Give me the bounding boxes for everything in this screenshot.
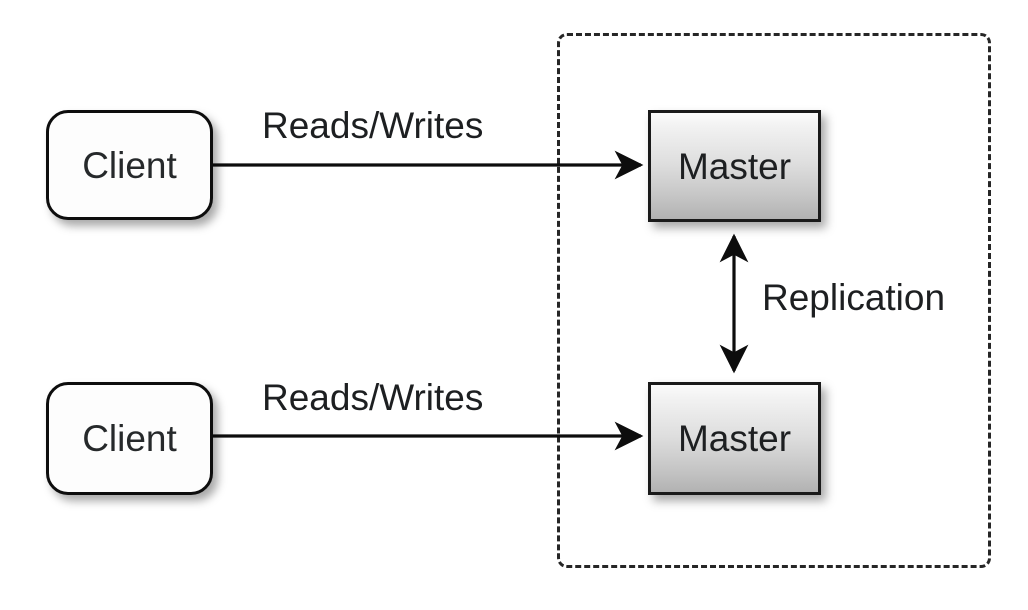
edge-label-reads-writes-bottom: Reads/Writes xyxy=(262,377,484,418)
cluster-boundary-dashed xyxy=(557,33,991,568)
node-master-top-label: Master xyxy=(677,145,792,187)
node-client-bottom-label: Client xyxy=(82,418,177,459)
edge-label-reads-writes-top: Reads/Writes xyxy=(262,105,484,146)
node-master-bottom[interactable]: Master xyxy=(648,382,821,495)
node-client-top-label: Client xyxy=(82,144,177,186)
node-client-bottom[interactable]: Client xyxy=(46,382,213,495)
node-master-top[interactable]: Master xyxy=(648,110,821,222)
node-client-top[interactable]: Client xyxy=(46,110,213,220)
node-master-bottom-label: Master xyxy=(677,418,792,459)
edge-label-replication: Replication xyxy=(762,277,946,318)
